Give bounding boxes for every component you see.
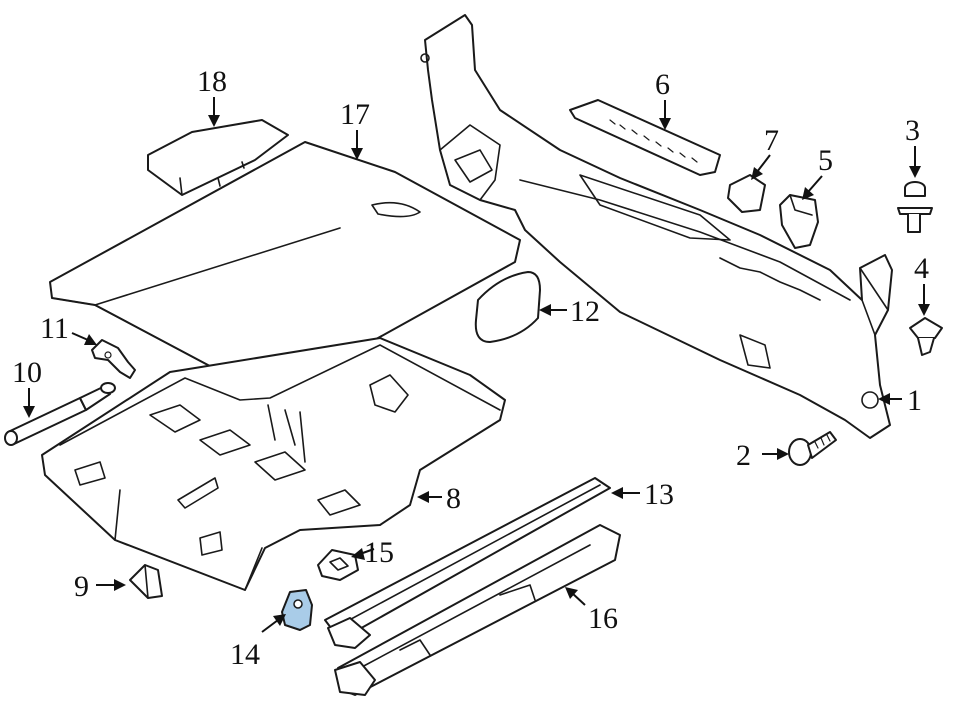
callout-9: 9 bbox=[74, 570, 126, 603]
callout-1: 1 bbox=[878, 384, 922, 417]
callout-13: 13 bbox=[611, 478, 674, 511]
callout-18: 18 bbox=[197, 65, 227, 127]
part-3-bolt bbox=[897, 181, 933, 233]
callout-16: 16 bbox=[565, 587, 618, 635]
part-9-bracket bbox=[129, 564, 163, 599]
callout-17: 17 bbox=[340, 98, 370, 160]
callout-label-17: 17 bbox=[340, 98, 370, 131]
part-6-sill-plate bbox=[569, 99, 721, 176]
part-17-cargo-floor-board bbox=[49, 141, 521, 399]
callout-label-6: 6 bbox=[655, 68, 670, 101]
callout-15: 15 bbox=[351, 536, 394, 569]
part-14-bracket bbox=[281, 589, 313, 631]
callout-label-9: 9 bbox=[74, 570, 89, 603]
callout-10: 10 bbox=[12, 356, 42, 418]
part-1-side-trim-panel bbox=[420, 14, 893, 439]
part-16-trim bbox=[334, 524, 621, 696]
callout-label-11: 11 bbox=[40, 312, 69, 345]
part-5-retainer bbox=[779, 194, 819, 249]
callout-label-2: 2 bbox=[736, 439, 751, 472]
callout-3: 3 bbox=[905, 114, 921, 178]
part-12-pad bbox=[474, 271, 541, 343]
part-4-push-clip bbox=[909, 317, 943, 356]
callout-11: 11 bbox=[40, 312, 97, 345]
callout-label-16: 16 bbox=[588, 602, 618, 635]
part-13-rail bbox=[324, 477, 611, 649]
part-8-floor-tray bbox=[41, 337, 506, 591]
callout-label-8: 8 bbox=[446, 482, 461, 515]
callout-12: 12 bbox=[539, 295, 600, 328]
callout-2: 2 bbox=[736, 439, 789, 472]
callout-4: 4 bbox=[914, 252, 930, 316]
part-2-screw bbox=[788, 431, 837, 466]
callout-label-15: 15 bbox=[364, 536, 394, 569]
part-10-support-strut bbox=[4, 382, 116, 446]
part-7-clip bbox=[727, 174, 766, 213]
part-15-clip bbox=[317, 549, 359, 581]
callout-6: 6 bbox=[655, 68, 671, 130]
callout-14: 14 bbox=[230, 614, 286, 671]
callout-label-18: 18 bbox=[197, 65, 227, 98]
callout-8: 8 bbox=[417, 482, 461, 515]
part-18-panel bbox=[147, 119, 289, 196]
callout-label-12: 12 bbox=[570, 295, 600, 328]
callout-5: 5 bbox=[802, 144, 833, 200]
callout-label-5: 5 bbox=[818, 144, 833, 177]
callout-label-4: 4 bbox=[914, 252, 929, 285]
callout-label-14: 14 bbox=[230, 638, 260, 671]
part-11-bracket bbox=[91, 339, 136, 379]
callout-label-10: 10 bbox=[12, 356, 42, 389]
callout-7: 7 bbox=[751, 124, 779, 180]
callout-label-7: 7 bbox=[764, 124, 779, 157]
callout-layer: 1 2 3 4 5 6 bbox=[12, 65, 930, 671]
callout-label-3: 3 bbox=[905, 114, 920, 147]
callout-label-1: 1 bbox=[907, 384, 922, 417]
callout-label-13: 13 bbox=[644, 478, 674, 511]
